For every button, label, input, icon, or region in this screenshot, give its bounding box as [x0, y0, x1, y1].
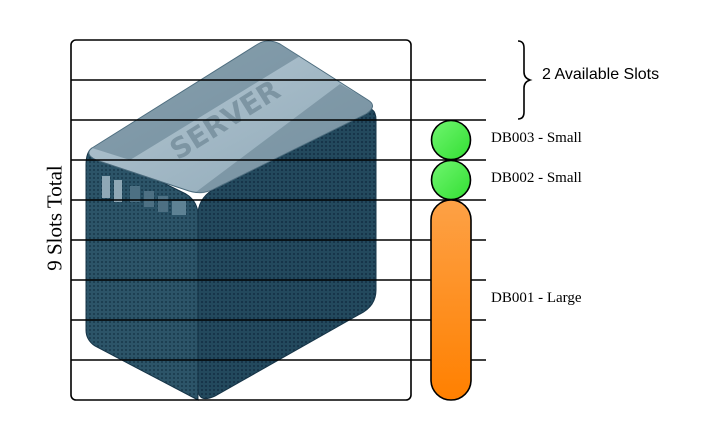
db-label-db001: DB001 - Large: [491, 290, 582, 306]
db-label-db003: DB003 - Small: [491, 130, 582, 146]
available-slots-label: 2 Available Slots: [542, 66, 660, 83]
db-marker-db001: [430, 199, 472, 401]
available-slots-brace: [517, 40, 533, 120]
server-top-band: [92, 41, 300, 160]
db-marker-db003: [430, 119, 472, 161]
slot-rack-frame: [70, 39, 412, 401]
database-markers: [430, 119, 472, 401]
total-slots-label: 9 Slots Total: [42, 165, 67, 271]
db-label-db002: DB002 - Small: [491, 170, 582, 186]
server-side-face: [197, 107, 377, 400]
server-drive-bays: [102, 176, 186, 215]
server-illustration: SERVER: [85, 40, 377, 401]
server-top-band-right: [196, 84, 373, 194]
db-marker-db002: [430, 159, 472, 201]
slot-dividers: [71, 79, 486, 361]
